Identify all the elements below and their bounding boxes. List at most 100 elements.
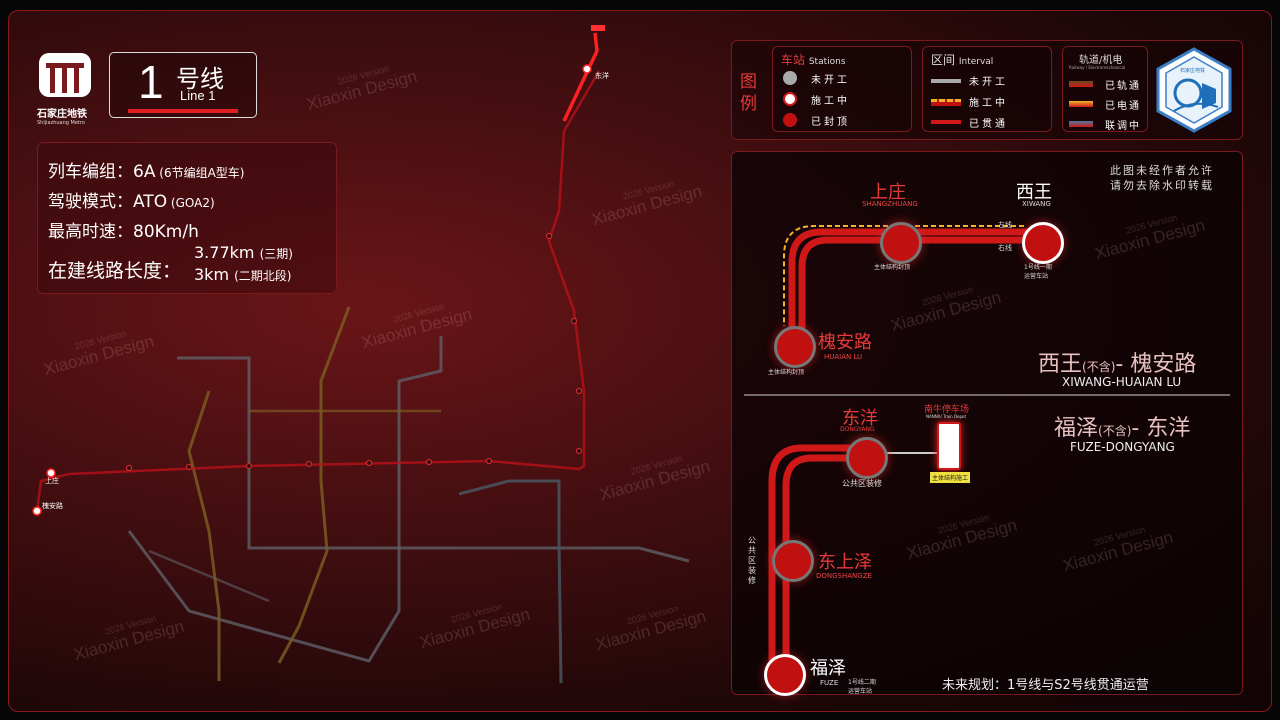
map-terminus-marker <box>591 25 605 31</box>
depot-name-en: NANNIU Train Depot <box>926 414 967 419</box>
station-fuze-name: 福泽 <box>810 658 846 679</box>
top-interval-right-track <box>798 236 1032 334</box>
legend-rail-title: 轨道/机电 <box>1079 55 1123 66</box>
station-huaianlu-en: HUAIAN LU <box>824 353 863 361</box>
station-xiwang-note: 1号线一期 运营车站 <box>1024 264 1052 280</box>
station-shangzhuang-name: 上庄 <box>870 182 906 203</box>
logo-text-cn: 石家庄地铁 <box>37 109 87 120</box>
station-not-started-icon <box>783 71 797 85</box>
station-shangzhuang-en: SHANGZHUANG <box>862 200 918 208</box>
brand-logo: 石家庄地铁 Shijiazhuang Metro <box>37 51 97 126</box>
copyright-line-1: 此图未经作者允许 <box>1110 164 1214 177</box>
metro-badge: 石家庄地铁 <box>1154 47 1234 133</box>
background-line-grey-2 <box>127 336 443 663</box>
station-huaianlu-marker[interactable] <box>774 326 816 368</box>
station-xiwang-en: XIWANG <box>1022 200 1051 208</box>
legend-stations-title: 车站 Stations <box>781 53 846 67</box>
line-number: 1 <box>138 56 164 108</box>
drive-mode-row: 驾驶模式：ATO (GOA2) <box>48 192 215 212</box>
station-topped-out-icon <box>783 113 797 127</box>
station-shangzhuang-marker[interactable] <box>880 222 922 264</box>
future-plan-note: 未来规划：1号线与S2号线贯通运营 <box>942 678 1149 693</box>
station-under-construction-icon <box>783 92 797 106</box>
top-interval-connected <box>788 228 1032 332</box>
bottom-section-title: 福泽(不含)- 东洋 <box>1054 416 1191 441</box>
legend-station-item: 施工中 <box>811 96 850 107</box>
line-name-en: Line 1 <box>180 88 216 103</box>
line-color-bar <box>128 109 238 113</box>
joint-debug-icon <box>1069 121 1093 127</box>
legend-panel: 图例 车站 Stations 未开工 施工中 已封顶 区间 Interval 未… <box>731 40 1243 140</box>
legend-rail-item: 已轨通 <box>1105 81 1141 92</box>
line-name-cn: 号线 <box>176 65 224 93</box>
station-huaianlu-name: 槐安路 <box>818 332 872 353</box>
metro-logo-icon <box>39 53 91 97</box>
right-track-label: 右线 <box>998 244 1012 252</box>
detail-panel: 此图未经作者允许 请勿去除水印转载 上庄 SHANGZHUANG 主体结构封顶 … <box>731 151 1243 696</box>
map-station-shangzhuang <box>46 468 56 478</box>
legend-interval-item: 未开工 <box>969 77 1008 88</box>
map-station-dongyang <box>582 64 592 74</box>
top-section-title: 西王(不含)- 槐安路 <box>1038 352 1197 377</box>
formation-row: 列车编组：6A (6节编组A型车) <box>48 162 245 182</box>
legend-interval: 区间 Interval 未开工 施工中 已贯通 <box>922 46 1052 132</box>
detail-lines <box>744 225 1230 662</box>
legend-interval-item: 已贯通 <box>969 119 1008 130</box>
logo-text-en: Shijiazhuang Metro <box>37 120 85 126</box>
background-line-grey <box>177 356 690 563</box>
max-speed-row: 最高时速：80Km/h <box>48 222 199 242</box>
interval-under-construction-icon <box>931 99 961 106</box>
line1-west-branch <box>35 70 601 512</box>
interval-connected-icon <box>931 120 961 124</box>
station-dongshangze-marker[interactable] <box>772 540 814 582</box>
left-track-label: 左线 <box>998 221 1012 229</box>
station-fuze-note: 1号线二期 运营车站 <box>848 679 876 695</box>
interval-not-started-icon <box>931 79 961 83</box>
legend-station-item: 未开工 <box>811 75 850 86</box>
map-label-huaianlu: 槐安路 <box>42 502 63 510</box>
station-huaianlu-note: 主体结构封顶 <box>768 369 805 376</box>
station-dongyang-name: 东洋 <box>842 408 878 429</box>
line-badge: 1 号线 Line 1 <box>109 52 257 118</box>
line1-east-highlight <box>562 32 599 122</box>
station-fuze-marker[interactable] <box>764 654 806 696</box>
depot-status-badge: 主体结构施工 <box>930 472 971 483</box>
info-panel: 列车编组：6A (6节编组A型车) 驾驶模式：ATO (GOA2) 最高时速：8… <box>37 142 337 294</box>
station-fuze-en: FUZE <box>820 679 839 687</box>
bottom-interval-right <box>782 454 862 662</box>
length-label: 在建线路长度： <box>48 260 182 282</box>
top-interval-under-construction <box>783 225 1024 326</box>
bottom-interval-left <box>768 444 862 662</box>
power-on-icon <box>1069 101 1093 107</box>
legend-railway: 轨道/机电 Railway / Electromechanical 已轨通 已电… <box>1062 46 1148 132</box>
station-dongshangze-note: 公共区装修 <box>748 536 756 585</box>
legend-rail-item: 已电通 <box>1105 101 1141 112</box>
bottom-section-title-en: FUZE-DONGYANG <box>1070 440 1175 454</box>
map-station-huaianlu <box>32 506 42 516</box>
rail-laid-icon <box>1069 81 1093 87</box>
line1-station-dots <box>125 232 583 472</box>
copyright-line-2: 请勿去除水印转载 <box>1110 179 1214 192</box>
background-line-teal <box>458 479 563 684</box>
background-line-orange-2 <box>187 390 221 681</box>
depot-name: 南牛停车场 <box>924 405 970 415</box>
depot-icon[interactable] <box>937 422 961 470</box>
background-line-orange <box>277 306 351 664</box>
legend-rail-title-en: Railway / Electromechanical <box>1069 65 1126 70</box>
top-section-title-en: XIWANG-HUAIAN LU <box>1062 375 1182 389</box>
station-shangzhuang-note: 主体结构封顶 <box>874 264 911 271</box>
station-dongyang-en: DONGYANG <box>840 426 875 433</box>
station-xiwang-marker[interactable] <box>1022 222 1064 264</box>
station-dongshangze-en: DONGSHANGZE <box>816 572 872 580</box>
legend-interval-title: 区间 Interval <box>931 53 994 67</box>
station-dongyang-marker[interactable] <box>846 437 888 479</box>
station-xiwang-name: 西王 <box>1016 182 1052 203</box>
legend-rail-item: 联调中 <box>1105 121 1141 132</box>
hexagon-badge-icon <box>1156 47 1232 133</box>
legend-interval-item: 施工中 <box>969 98 1008 109</box>
map-label-dongyang: 东洋 <box>595 72 609 80</box>
legend-stations: 车站 Stations 未开工 施工中 已封顶 <box>772 46 912 132</box>
network-map <box>32 25 690 684</box>
length-phase2: 3km (二期北段) <box>194 265 292 284</box>
